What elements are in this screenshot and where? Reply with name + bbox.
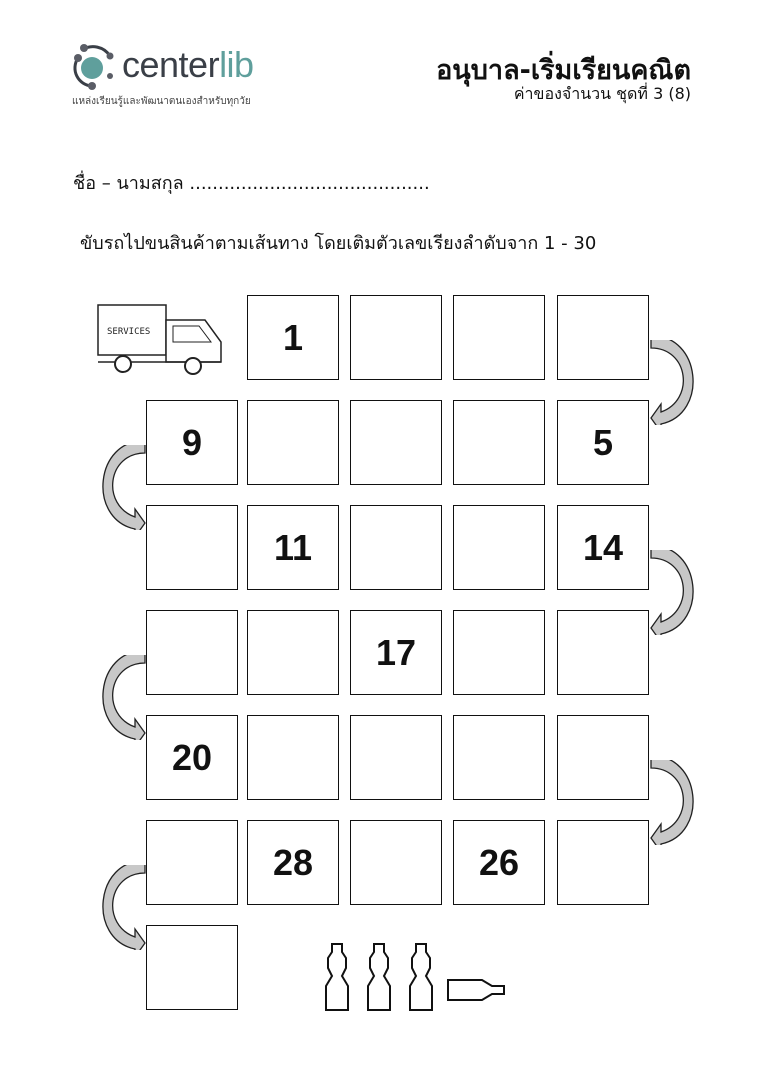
number-box[interactable]: 11 [247, 505, 339, 590]
number-box[interactable]: 20 [146, 715, 238, 800]
turn-arrow-icon [102, 865, 146, 950]
number-box[interactable]: 1 [247, 295, 339, 380]
number-box[interactable] [247, 610, 339, 695]
number-box[interactable]: 17 [350, 610, 442, 695]
turn-arrow-icon [650, 550, 694, 635]
number-box[interactable] [350, 400, 442, 485]
number-box[interactable] [146, 820, 238, 905]
number-box[interactable] [453, 400, 545, 485]
number-box[interactable] [557, 820, 649, 905]
page-title: อนุบาล-เริ่มเรียนคณิต [436, 55, 691, 86]
name-field[interactable]: ชื่อ – นามสกุล .........................… [73, 173, 430, 194]
truck-label: SERVICES [107, 327, 150, 337]
number-box[interactable] [350, 715, 442, 800]
number-box[interactable]: 5 [557, 400, 649, 485]
bottles-icon [325, 943, 505, 1011]
turn-arrow-icon [650, 760, 694, 845]
number-box[interactable] [350, 295, 442, 380]
number-box[interactable] [557, 715, 649, 800]
number-box[interactable] [350, 505, 442, 590]
tagline: แหล่งเรียนรู้และพัฒนาตนเองสำหรับทุกวัย [72, 96, 251, 107]
number-box[interactable] [247, 715, 339, 800]
turn-arrow-icon [102, 655, 146, 740]
number-box[interactable] [146, 505, 238, 590]
number-box[interactable] [557, 610, 649, 695]
number-box[interactable] [453, 610, 545, 695]
number-box[interactable]: 9 [146, 400, 238, 485]
number-box[interactable] [453, 715, 545, 800]
logo-text-accent: lib [219, 44, 254, 85]
turn-arrow-icon [650, 340, 694, 425]
number-box[interactable] [453, 505, 545, 590]
truck-icon: SERVICES [97, 304, 222, 375]
centerlib-logo: centerlib [70, 40, 254, 98]
number-box[interactable] [350, 820, 442, 905]
number-box[interactable]: 14 [557, 505, 649, 590]
number-box[interactable] [557, 295, 649, 380]
turn-arrow-icon [102, 445, 146, 530]
number-box[interactable] [247, 400, 339, 485]
logo-text: center [122, 44, 220, 85]
logo-icon [73, 44, 114, 90]
instruction: ขับรถไปขนสินค้าตามเส้นทาง โดยเติมตัวเลขเ… [80, 233, 597, 254]
number-box[interactable] [146, 610, 238, 695]
number-box[interactable] [453, 295, 545, 380]
page-subtitle: ค่าของจำนวน ชุดที่ 3 (8) [513, 84, 691, 103]
number-box[interactable]: 26 [453, 820, 545, 905]
number-box[interactable]: 28 [247, 820, 339, 905]
number-box[interactable] [146, 925, 238, 1010]
